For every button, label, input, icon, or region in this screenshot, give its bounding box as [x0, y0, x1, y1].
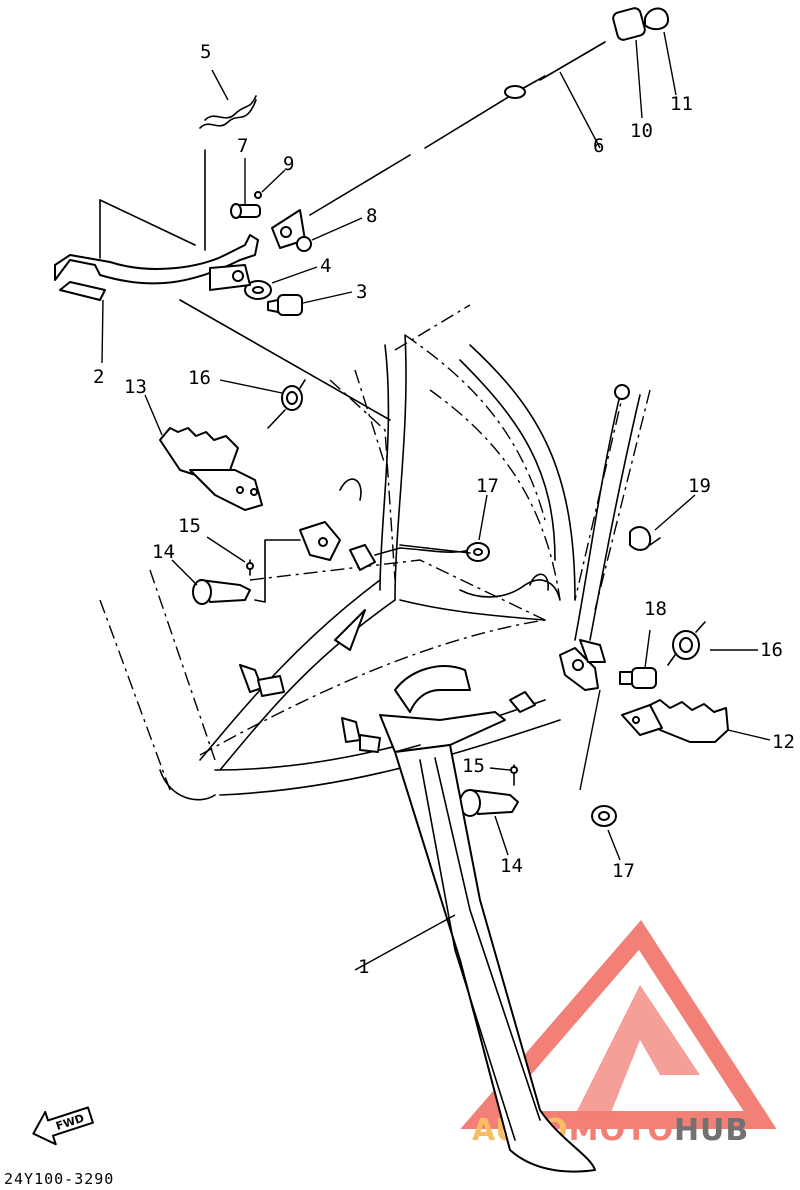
- callout-10: 10: [630, 120, 653, 142]
- callout-6: 6: [593, 135, 604, 157]
- callout-15-right: 15: [462, 755, 485, 777]
- bolt-pin-parts: [230, 191, 262, 219]
- brake-rod: [271, 41, 606, 249]
- callout-16-right: 16: [760, 639, 783, 661]
- callout-7: 7: [237, 135, 248, 157]
- callout-1: 1: [358, 956, 369, 978]
- brake-pedal: [54, 149, 391, 421]
- cap-part: [629, 526, 661, 551]
- nut-washer-bolt: [244, 236, 312, 316]
- side-stand: [379, 665, 596, 1173]
- pin-right: [459, 764, 519, 817]
- frame-tubes: [159, 334, 641, 801]
- callout-12: 12: [772, 731, 795, 753]
- watermark-part3: HUB: [674, 1113, 749, 1148]
- frame-bolts: [239, 664, 381, 753]
- callout-14-right: 14: [500, 855, 523, 877]
- callout-8: 8: [366, 205, 377, 227]
- diagram-code: 24Y100-3290: [4, 1170, 114, 1188]
- callout-9: 9: [283, 153, 294, 175]
- watermark-triangle-icon: [460, 920, 777, 1129]
- bracket-right: [509, 639, 606, 713]
- frame-outline: [99, 304, 651, 791]
- callout-16-left: 16: [188, 367, 211, 389]
- callout-18: 18: [644, 598, 667, 620]
- footrest-left: [159, 427, 263, 511]
- watermark-logo: AUTOMOTOHUB: [460, 920, 777, 1148]
- callout-19: 19: [688, 475, 711, 497]
- callout-11: 11: [670, 93, 693, 115]
- watermark-inner-mark-icon: [575, 985, 700, 1115]
- washers: [399, 542, 617, 827]
- spring-right: [619, 621, 706, 689]
- callout-5: 5: [200, 41, 211, 63]
- fwd-arrow-icon: FWD: [32, 1106, 94, 1146]
- callout-labels: 1 2 3 4 5 6 7 8 9 10 11 12 13 14 14 15 1…: [93, 41, 795, 978]
- bracket-left: [299, 521, 471, 571]
- spring-left: [267, 379, 306, 429]
- callout-17-top: 17: [476, 475, 499, 497]
- callout-14-left: 14: [152, 541, 175, 563]
- callout-13: 13: [124, 376, 147, 398]
- leader-lines: [101, 31, 771, 971]
- callout-15-left: 15: [178, 515, 201, 537]
- callout-3: 3: [356, 281, 367, 303]
- pin-left: [192, 539, 301, 605]
- watermark-part2: MOTO: [569, 1113, 674, 1148]
- callout-2: 2: [93, 366, 104, 388]
- spring-part: [199, 95, 257, 129]
- callout-17-bottom: 17: [612, 860, 635, 882]
- rod-joint-parts: [612, 7, 669, 41]
- callout-4: 4: [320, 255, 331, 277]
- footrest-right: [621, 699, 729, 743]
